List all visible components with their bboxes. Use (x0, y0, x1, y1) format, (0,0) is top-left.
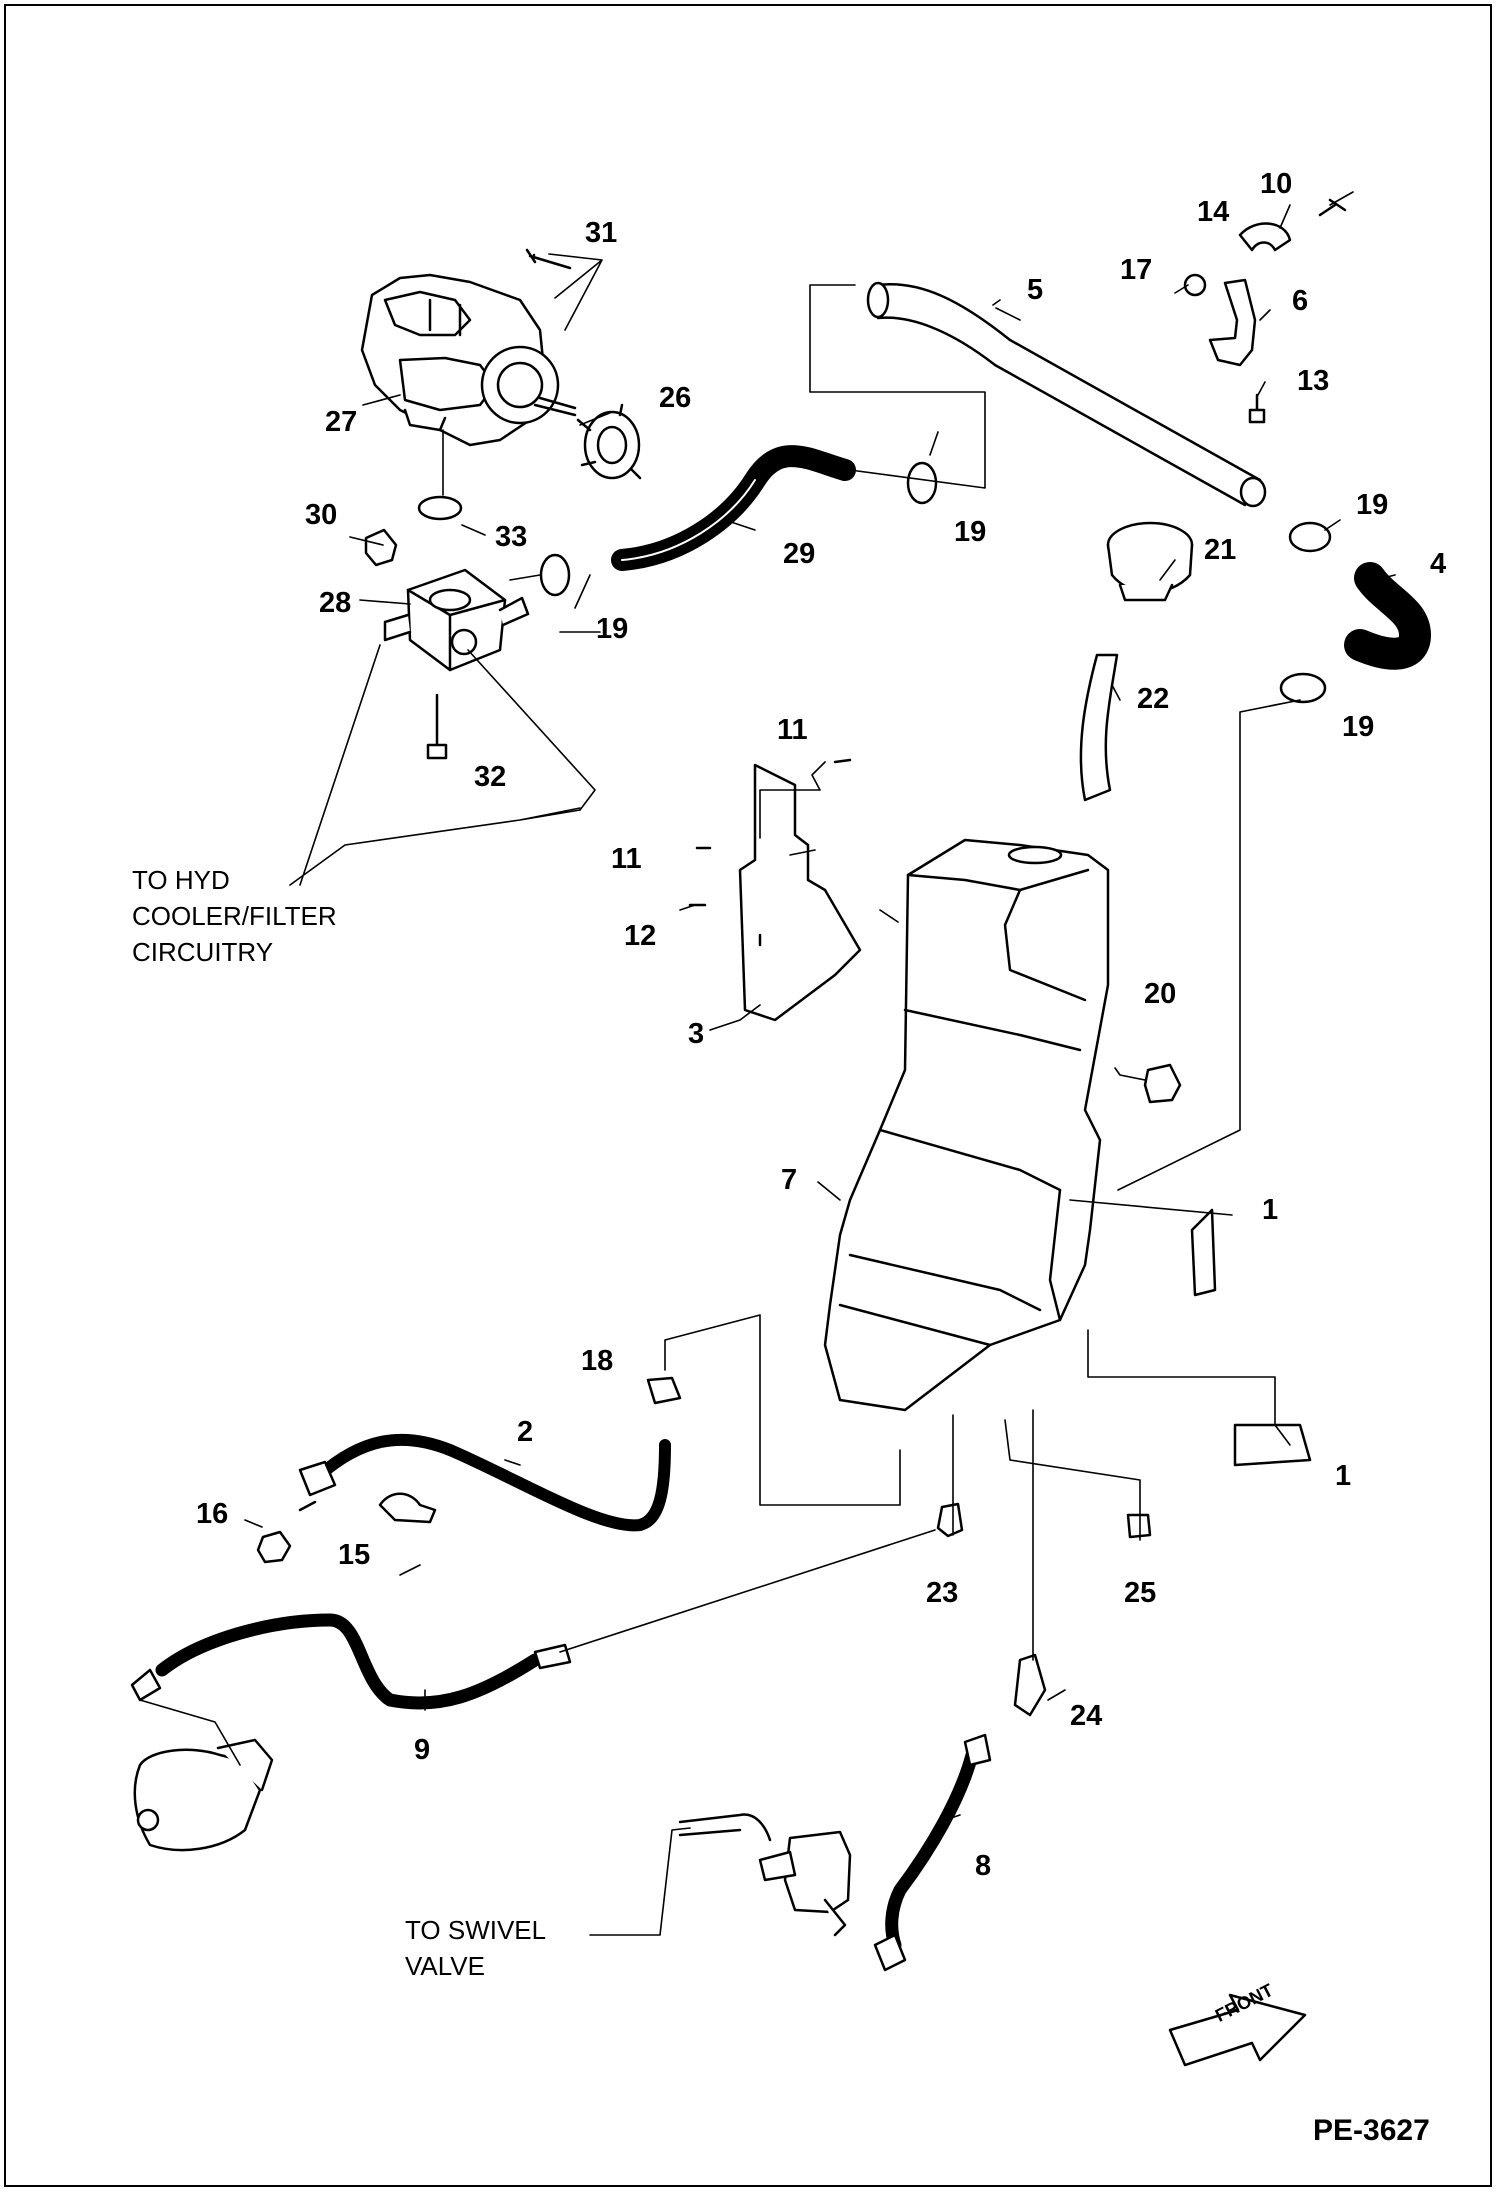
hose-9-fitting-start (130, 1668, 162, 1702)
callout-2: 2 (517, 1416, 534, 1448)
callout-19-middle: 19 (954, 516, 987, 548)
callout-20: 20 (1144, 978, 1177, 1010)
bracket-clamp (1238, 222, 1292, 252)
callout-5: 5 (1027, 274, 1044, 306)
callout-1-lower: 1 (1335, 1460, 1352, 1492)
callout-32: 32 (474, 761, 507, 793)
decal-upper (1190, 1208, 1217, 1297)
callout-19-right: 19 (1342, 711, 1375, 743)
callout-24: 24 (1070, 1700, 1103, 1732)
control-valve (133, 1738, 274, 1852)
elbow-fitting-23 (936, 1502, 964, 1538)
swivel-valve-component (678, 1813, 852, 1937)
callout-8: 8 (975, 1850, 992, 1882)
callout-23: 23 (926, 1577, 959, 1609)
callout-30: 30 (305, 499, 338, 531)
callout-33: 33 (495, 521, 528, 553)
hose-clamps (539, 461, 1332, 704)
hydraulic-reservoir (823, 838, 1110, 1412)
charge-hose (885, 1748, 979, 1952)
callout-15: 15 (338, 1539, 371, 1571)
callout-11-upper: 11 (777, 714, 808, 746)
callout-11-lower: 11 (611, 843, 642, 875)
bracket-nut (1183, 273, 1207, 297)
hose-2-fitting (298, 1460, 337, 1512)
callout-14: 14 (1197, 196, 1230, 228)
note-swivel-line2: VALVE (405, 1951, 485, 1981)
hydraulic-pump (360, 273, 577, 447)
callout-27: 27 (325, 406, 358, 438)
callout-21: 21 (1204, 534, 1237, 566)
hose-bracket (1208, 278, 1257, 367)
callout-31: 31 (585, 217, 618, 249)
callout-25: 25 (1124, 1577, 1157, 1609)
callout-4: 4 (1430, 548, 1447, 580)
callout-17: 17 (1120, 254, 1153, 286)
decal-lower (1233, 1423, 1312, 1467)
pump-bolt (525, 248, 572, 270)
callout-29: 29 (783, 538, 816, 570)
front-direction-arrow (1168, 1993, 1307, 2067)
callout-28: 28 (319, 587, 352, 619)
return-tube (866, 281, 1267, 508)
leader-lines (139, 191, 1396, 1936)
tank-mounting-bracket (738, 763, 862, 1022)
callout-7: 7 (781, 1164, 798, 1196)
hose-nut-16 (256, 1530, 292, 1564)
callout-22: 22 (1137, 683, 1170, 715)
pressure-hose (155, 1613, 542, 1710)
callout-10: 10 (1260, 168, 1293, 200)
elbow-fitting-18 (646, 1376, 682, 1405)
drive-gear (576, 403, 642, 480)
callout-1-upper: 1 (1262, 1194, 1279, 1226)
note-to-swivel-valve: TO SWIVEL VALVE (405, 1912, 546, 1984)
note-hyd-line1: TO HYD (132, 865, 230, 895)
plug-fitting (364, 528, 398, 567)
hose-8-fitting (963, 1733, 992, 1767)
callout-18: 18 (581, 1345, 614, 1377)
inlet-manifold-block (383, 568, 530, 672)
note-hyd-line3: CIRCUITRY (132, 937, 274, 967)
callout-13: 13 (1297, 365, 1330, 397)
callout-3: 3 (688, 1018, 705, 1050)
clamp-bolt (1318, 198, 1347, 217)
note-hyd-line2: COOLER/FILTER (132, 901, 337, 931)
figure-id: PE-3627 (1313, 2114, 1430, 2147)
elbow-hose (1344, 562, 1431, 670)
hose-clamp-15 (378, 1492, 437, 1524)
callout-12: 12 (624, 920, 657, 952)
manifold-bolt (426, 693, 448, 760)
callout-19-upper-right: 19 (1356, 489, 1389, 521)
filler-cap (1106, 521, 1194, 602)
filler-neck-hose (1079, 653, 1119, 802)
elbow-fitting-24 (1013, 1653, 1047, 1717)
note-to-hyd-cooler: TO HYD COOLER/FILTER CIRCUITRY (132, 862, 337, 970)
tank-plug (1143, 1063, 1182, 1104)
callout-19-upper-left: 19 (596, 613, 629, 645)
o-ring (417, 495, 463, 521)
callout-6: 6 (1292, 285, 1309, 317)
hose-8-end (873, 1933, 907, 1972)
fitting-25 (1126, 1513, 1152, 1539)
case-drain-hose (314, 1433, 671, 1532)
bracket-screw (1248, 393, 1266, 424)
callout-9: 9 (414, 1734, 431, 1766)
note-swivel-line1: TO SWIVEL (405, 1915, 547, 1945)
callout-16: 16 (196, 1498, 229, 1530)
callout-26: 26 (659, 382, 692, 414)
diagram-frame (4, 4, 1492, 2187)
hose-9-fitting-end (533, 1643, 572, 1670)
